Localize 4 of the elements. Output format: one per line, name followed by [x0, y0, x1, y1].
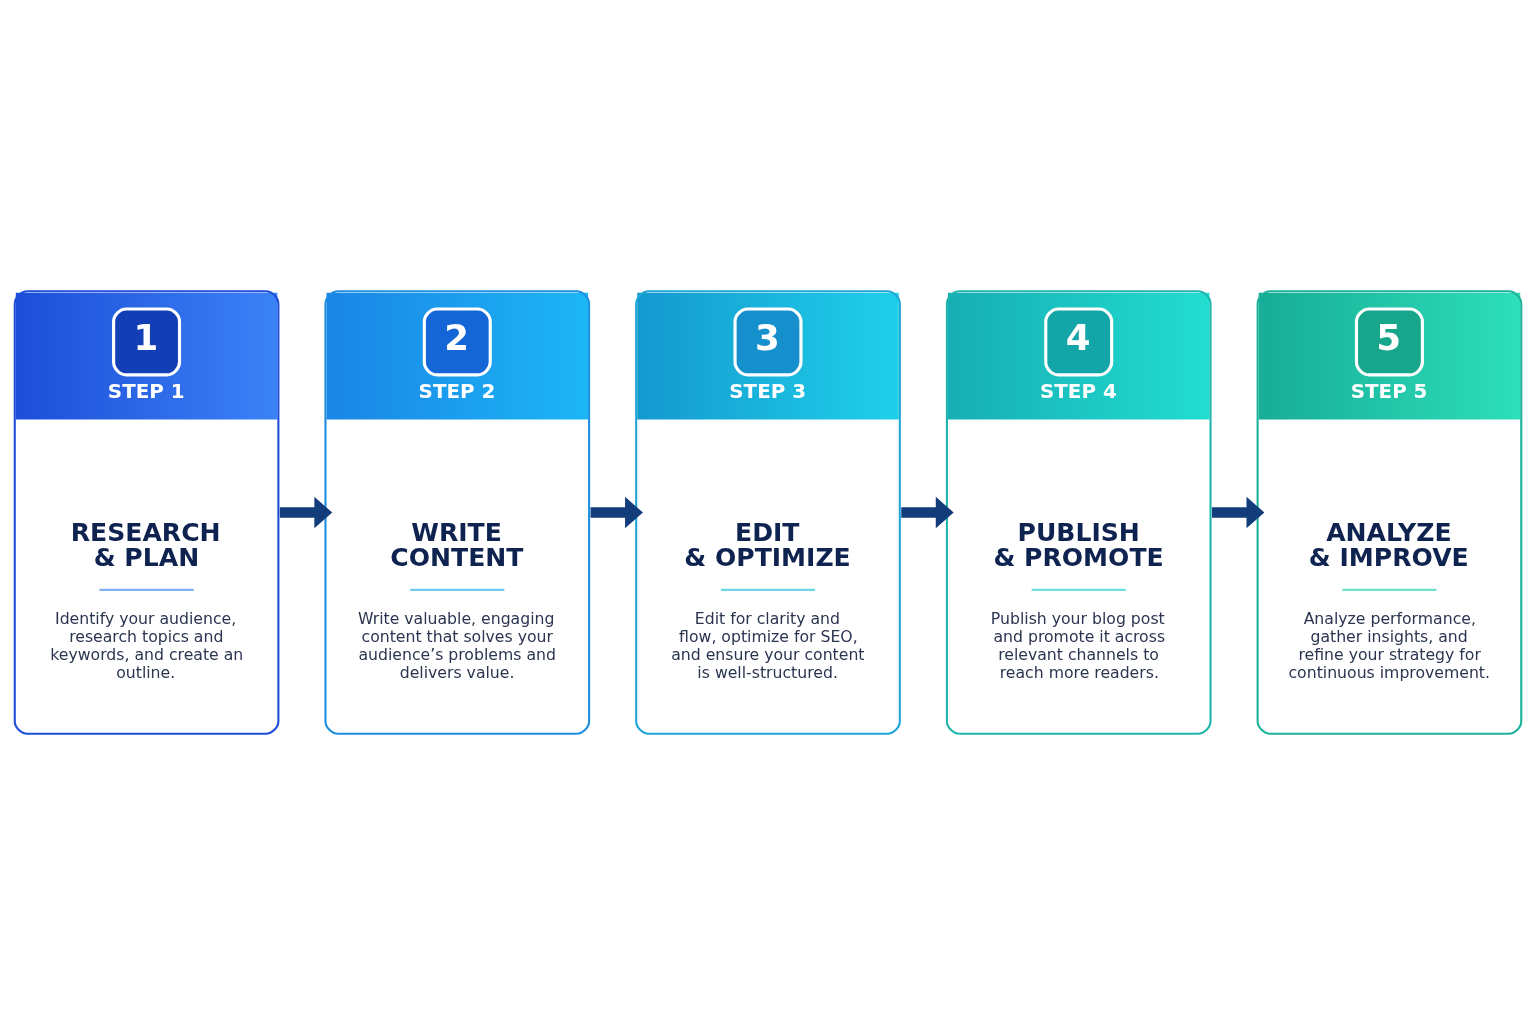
arrow [279, 496, 333, 528]
arrow [1212, 496, 1265, 528]
arrow [590, 496, 643, 528]
arrow [901, 496, 954, 528]
